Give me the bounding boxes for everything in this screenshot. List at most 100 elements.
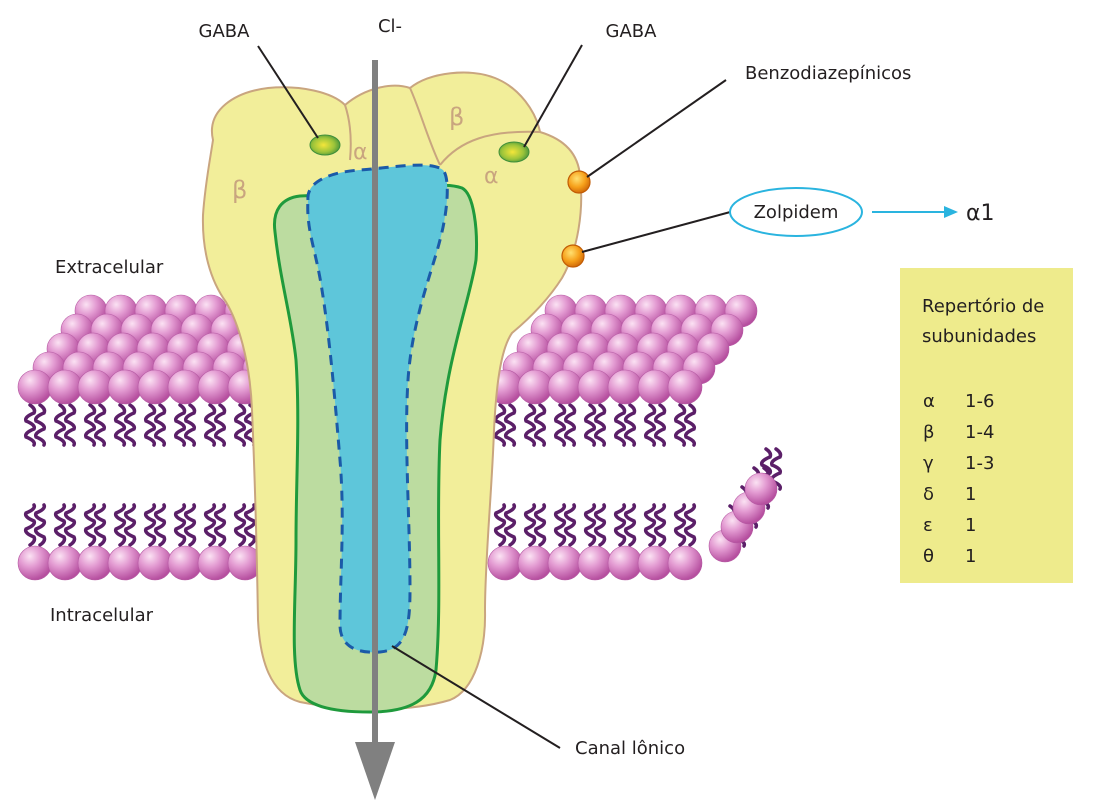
subunit-symbol: β [923,422,935,443]
lipid-tail [216,505,225,545]
lipid-head [48,370,82,404]
lipid-head [608,370,642,404]
lipid-tail [676,405,685,445]
lipid-tail [126,405,135,445]
label-benzodiazepines: Benzodiazepínicos [745,63,911,84]
lipid-tail [686,405,695,445]
subunit-symbol: α [923,391,935,412]
lipid-head [638,370,672,404]
subunit-range: 1 [965,484,976,505]
lipid-tail [96,405,105,445]
lipid-tail [496,405,505,445]
lipid-tail [216,405,225,445]
lipid-head [548,370,582,404]
label-ion-channel: Canal lônico [575,738,685,759]
lipid-tail [36,505,45,545]
lipid-head [638,546,672,580]
label-extracellular: Extracelular [55,257,164,278]
lipid-head [668,546,702,580]
lipid-head [518,546,552,580]
lipid-tail [26,505,35,545]
lipid-tail [626,405,635,445]
lipid-tail [556,405,565,445]
lipid-tail [686,505,695,545]
lipid-tail [646,405,655,445]
label-intracellular: Intracelular [50,605,154,626]
lipid-tail [536,405,545,445]
lipid-tail [146,405,155,445]
lipid-tail [156,505,165,545]
lipid-tail [526,405,535,445]
lipid-tail [236,505,245,545]
lipid-tail [116,505,125,545]
label-zolpidem-target: α1 [966,201,995,226]
lipid-bilayer-right [488,295,781,580]
lipid-tail [586,505,595,545]
subunit-symbol: ε [923,515,933,536]
lipid-head [198,546,232,580]
lipid-head [578,546,612,580]
lipid-tail [496,505,505,545]
lipid-head [138,370,172,404]
lipid-head [138,546,172,580]
zolpidem-arrowhead [944,206,958,218]
subunit-symbol: δ [923,484,934,505]
lipid-head [108,546,142,580]
lipid-tail [246,505,255,545]
lipid-tail [506,405,515,445]
subunit-range: 1-6 [965,391,994,412]
subunit-label-alpha-left: α [353,140,368,165]
lipid-tail [526,505,535,545]
label-chloride-ion: Cl- [378,16,402,37]
lipid-tail [626,505,635,545]
lipid-head [518,370,552,404]
lipid-head [668,370,702,404]
lipid-tail [56,405,65,445]
lipid-tail [236,405,245,445]
label-gaba-left: GABA [199,21,251,42]
subunit-label-alpha-right: α [484,164,499,189]
lipid-head [168,546,202,580]
lipid-tail [206,405,215,445]
lipid-tail [56,505,65,545]
subunit-symbol: γ [923,453,934,474]
lipid-tail [36,405,45,445]
lipid-tail [66,405,75,445]
zolpidem-binding-site [562,245,584,267]
lipid-head [198,370,232,404]
lipid-tail [586,405,595,445]
lipid-head [488,546,522,580]
subunit-range: 1 [965,515,976,536]
lipid-tail [156,405,165,445]
gaba-binding-site-left [310,135,340,155]
leader-line-gaba-right [524,45,582,147]
benzodiazepine-binding-site [568,171,590,193]
lipid-tail [96,505,105,545]
lipid-tail [116,405,125,445]
label-gaba-right: GABA [606,21,658,42]
subunit-range: 1-4 [965,422,994,443]
lipid-head [78,370,112,404]
lipid-tail [146,505,155,545]
subunit-range: 1-3 [965,453,994,474]
lipid-head [168,370,202,404]
lipid-tail [656,505,665,545]
lipid-head [18,370,52,404]
repertoire-title-line2: subunidades [922,326,1036,347]
lipid-head [745,473,777,505]
lipid-head [48,546,82,580]
lipid-head [608,546,642,580]
label-zolpidem: Zolpidem [754,202,839,223]
lipid-tail [186,505,195,545]
lipid-tail [186,405,195,445]
subunit-range: 1 [965,546,976,567]
lipid-tail [86,405,95,445]
lipid-tail [66,505,75,545]
lipid-tail [126,505,135,545]
lipid-tail [566,405,575,445]
subunit-symbol: θ [923,546,934,567]
lipid-head [18,546,52,580]
lipid-head [108,370,142,404]
